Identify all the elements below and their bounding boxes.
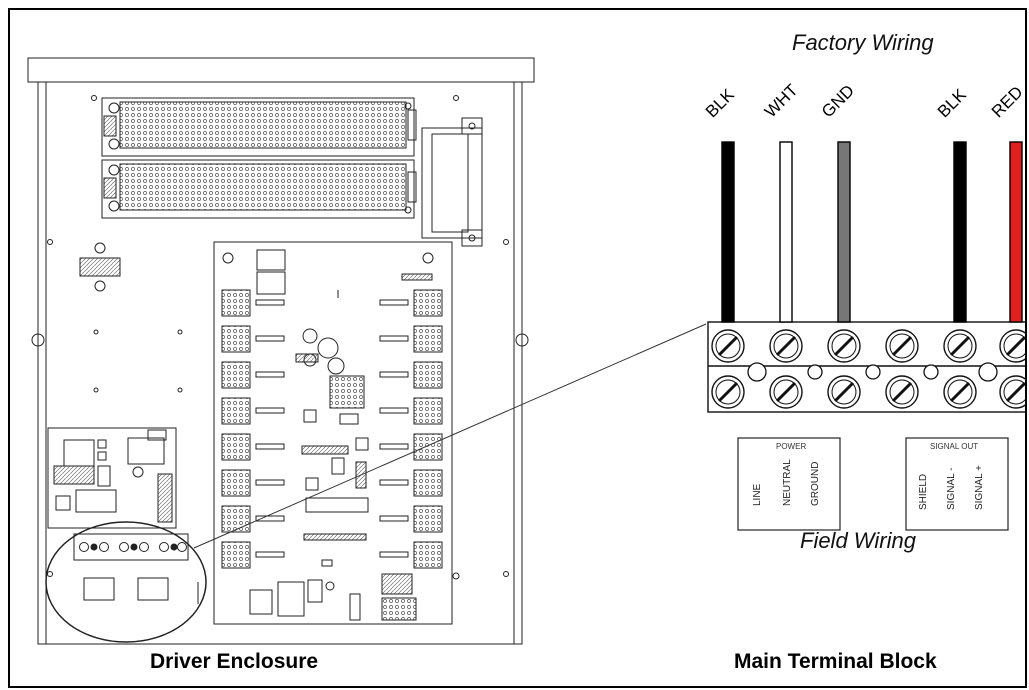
screw-bottom-1 — [711, 375, 745, 409]
wire-1 — [721, 141, 735, 323]
field-wiring-caption: Field Wiring — [800, 528, 916, 553]
mounting-hole-5 — [978, 362, 998, 382]
wire-4 — [953, 141, 967, 323]
wire-5 — [1009, 141, 1023, 323]
mounting-hole-3 — [865, 364, 881, 380]
screw-top-5 — [943, 329, 977, 363]
wiring-diagram — [27, 57, 1025, 645]
screw-bottom-2 — [769, 375, 803, 409]
screw-bottom-6 — [999, 375, 1025, 409]
right-connector-column — [379, 289, 443, 569]
callout-leader-line — [193, 323, 707, 549]
signal-label-minus: SIGNAL - — [946, 467, 957, 510]
left-connector-column — [221, 289, 285, 569]
mounting-hole-1 — [747, 362, 767, 382]
main-terminal-block-caption: Main Terminal Block — [734, 650, 937, 673]
power-box-title: POWER — [776, 442, 807, 451]
diagram-frame: BLK WHT GND BLK RED Factory Wiring Field… — [8, 8, 1027, 688]
signal-box-title: SIGNAL OUT — [930, 442, 979, 451]
terminal-screws — [711, 329, 1025, 409]
screw-bottom-3 — [827, 375, 861, 409]
signal-label-plus: SIGNAL + — [974, 465, 985, 510]
screw-top-2 — [769, 329, 803, 363]
screw-top-4 — [885, 329, 919, 363]
screw-top-1 — [711, 329, 745, 363]
screw-top-6 — [999, 329, 1025, 363]
driver-enclosure-drawing — [27, 57, 535, 645]
power-label-ground: GROUND — [810, 461, 821, 506]
power-label-neutral: NEUTRAL — [782, 459, 793, 506]
driver-enclosure-caption: Driver Enclosure — [150, 650, 319, 673]
factory-wiring-caption: Factory Wiring — [792, 30, 934, 55]
screw-bottom-5 — [943, 375, 977, 409]
screw-bottom-4 — [885, 375, 919, 409]
signal-label-shield: SHIELD — [918, 473, 929, 510]
wire-3 — [837, 141, 851, 323]
wire-2 — [779, 141, 793, 323]
factory-wires — [721, 141, 1023, 323]
power-label-line: LINE — [752, 483, 763, 506]
mounting-hole-2 — [807, 364, 823, 380]
mounting-hole-4 — [923, 364, 939, 380]
screw-top-3 — [827, 329, 861, 363]
